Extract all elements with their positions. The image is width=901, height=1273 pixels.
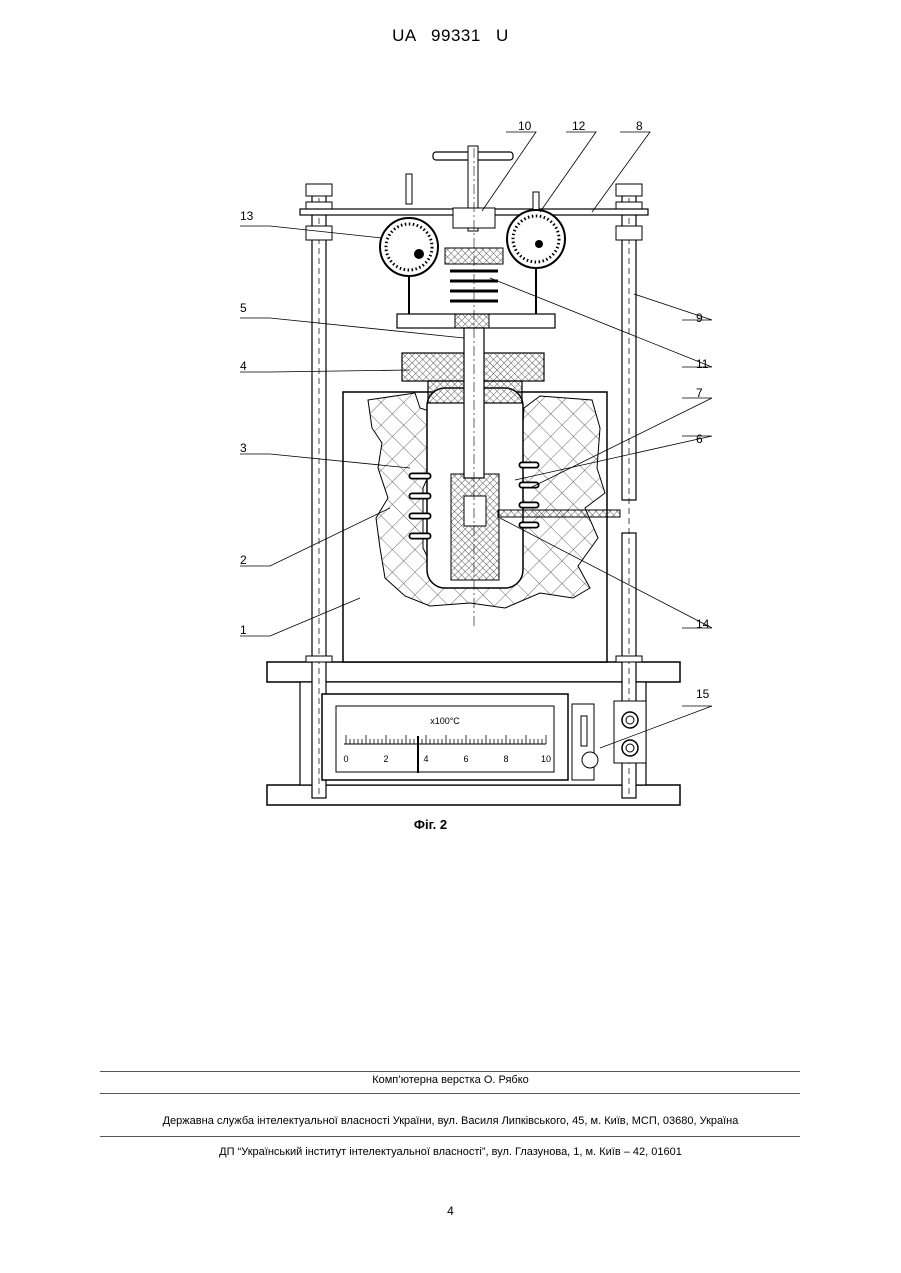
page-number: 4: [0, 1204, 901, 1218]
scale-tick-label: 6: [463, 754, 468, 764]
callout-7: 7: [696, 386, 703, 400]
scale-tick-label: 10: [541, 754, 551, 764]
callout-1: 1: [240, 623, 247, 637]
callout-11: 11: [696, 357, 709, 371]
callout-6: 6: [696, 432, 703, 446]
institute-address: ДП “Український інститут інтелектуальної…: [0, 1146, 901, 1158]
thermocouple: [498, 510, 620, 517]
scale-unit-label: x100°C: [430, 716, 460, 726]
scale-tick-label: 0: [343, 754, 348, 764]
callout-5: 5: [240, 301, 247, 315]
scale-tick-label: 2: [383, 754, 388, 764]
footer-rule-top: [100, 1071, 800, 1072]
callout-2: 2: [240, 553, 247, 567]
callout-13: 13: [240, 209, 254, 223]
footer-rule-bottom: [100, 1136, 800, 1137]
typesetting-credit: Комп’ютерна верстка О. Рябко: [0, 1074, 901, 1086]
handwheel-screw: [433, 146, 513, 231]
callout-12: 12: [572, 119, 586, 133]
footer-rule-mid: [100, 1093, 800, 1094]
scale-tick-label: 4: [423, 754, 428, 764]
callout-8: 8: [636, 119, 643, 133]
dial-gauge-left: [380, 174, 438, 314]
callout-10: 10: [518, 119, 532, 133]
callout-14: 14: [696, 617, 710, 631]
technical-drawing: x100°C 0 2 4 6 8 10: [200, 108, 720, 818]
callout-15: 15: [696, 687, 710, 701]
scale-tick-label: 8: [503, 754, 508, 764]
figure-caption: Фіг. 2: [0, 817, 881, 832]
patent-number: UA 99331 U: [0, 26, 901, 46]
agency-address: Державна служба інтелектуальної власност…: [0, 1115, 901, 1127]
callout-3: 3: [240, 441, 247, 455]
callout-9: 9: [696, 311, 703, 325]
callout-4: 4: [240, 359, 247, 373]
